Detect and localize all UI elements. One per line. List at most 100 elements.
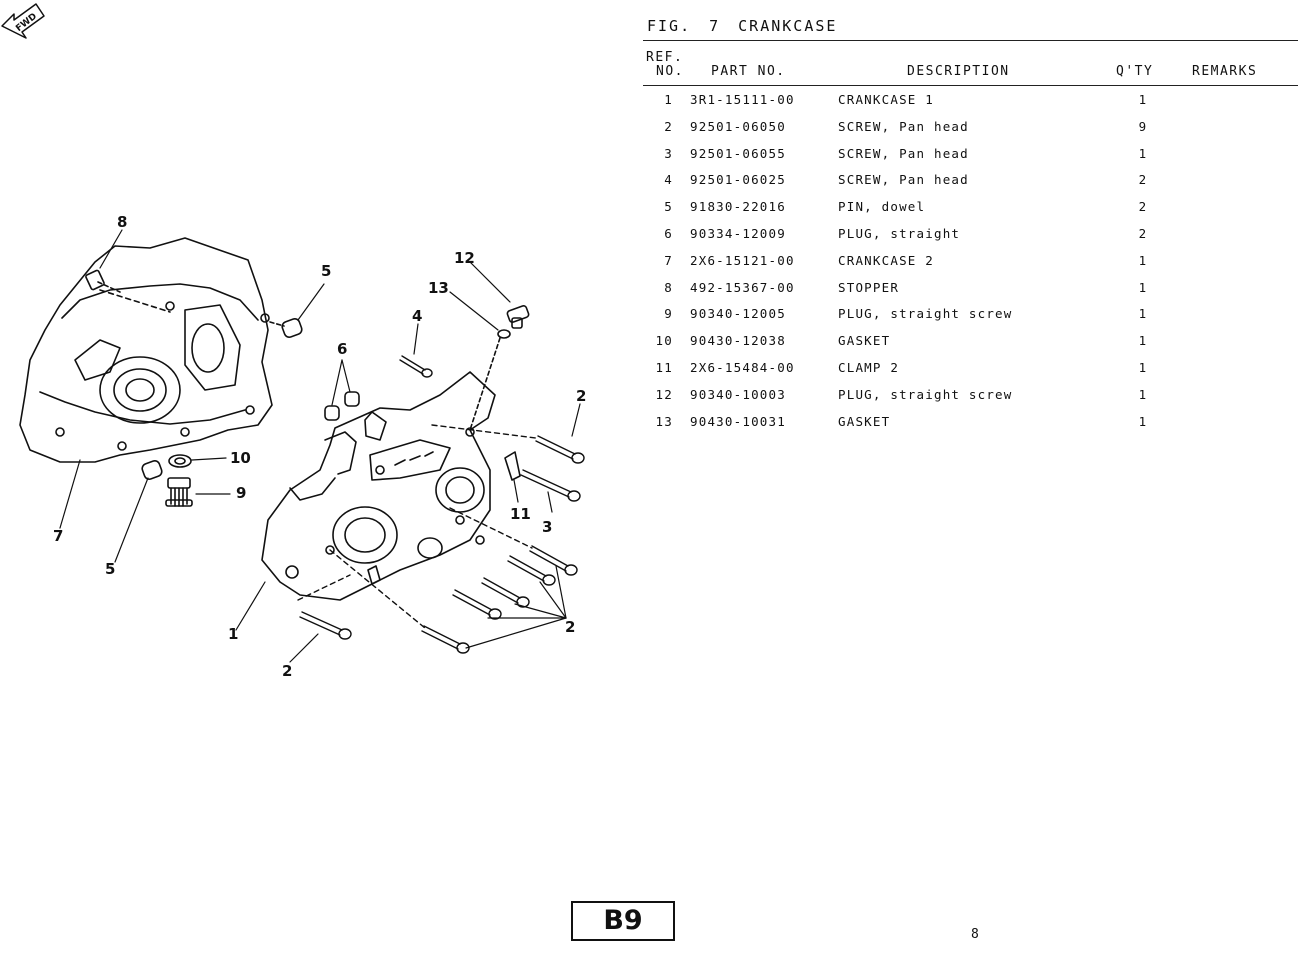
clamp-drawing (504, 451, 521, 481)
section-badge: B9 (571, 901, 675, 941)
callout-2: 2 (282, 662, 293, 680)
col-description-header: DESCRIPTION (907, 64, 1010, 79)
callout-5: 5 (105, 560, 116, 578)
part-description: STOPPER (838, 279, 900, 295)
figure-prefix: FIG. (647, 17, 692, 35)
quantity: 2 (1138, 172, 1148, 188)
callout-3: 3 (542, 518, 553, 536)
part-number: 90340-12005 (690, 306, 786, 322)
callout-7: 7 (53, 527, 64, 545)
crankcase-illustration (19, 229, 585, 663)
ref-number: 11 (655, 360, 673, 375)
part-description: PIN, dowel (838, 199, 926, 215)
col-qty-header: Q'TY (1116, 64, 1154, 79)
straight-plugs-drawing (324, 391, 360, 421)
table-row: 5 91830-22016 PIN, dowel 2 (643, 199, 1293, 219)
part-description: PLUG, straight screw (838, 306, 1013, 322)
table-row: 11 2X6-15484-00 CLAMP 2 1 (643, 360, 1293, 380)
quantity: 1 (1138, 333, 1148, 349)
screws-drawing (297, 355, 585, 654)
part-number: 92501-06025 (690, 172, 786, 188)
figure-title: FIG. 7 CRANKCASE (647, 17, 855, 35)
callout-9: 9 (236, 484, 247, 502)
ref-number: 1 (664, 92, 673, 107)
ref-number: 12 (655, 386, 673, 402)
page-number: 8 (971, 927, 979, 942)
quantity: 1 (1138, 92, 1148, 107)
ref-number: 8 (664, 279, 673, 295)
part-description: PLUG, straight screw (838, 386, 1013, 402)
quantity: 1 (1138, 252, 1148, 268)
callout-11: 11 (510, 505, 531, 523)
callout-5: 5 (321, 262, 332, 280)
plug-gasket-drawing (165, 454, 193, 507)
figure-name: CRANKCASE (738, 17, 838, 35)
col-part-no-header: PART NO. (711, 64, 786, 79)
crankcase-1-drawing (261, 371, 496, 601)
ref-number: 4 (664, 172, 673, 188)
part-number: 91830-22016 (690, 199, 786, 215)
crankcase-2-drawing (19, 237, 273, 463)
part-number: 90430-12038 (690, 333, 786, 349)
callout-10: 10 (230, 449, 251, 467)
header-bottom-rule (643, 85, 1298, 86)
part-description: SCREW, Pan head (838, 172, 969, 188)
part-description: CLAMP 2 (838, 360, 900, 375)
quantity: 1 (1138, 360, 1148, 375)
col-ref-header-line2: NO. (656, 64, 684, 79)
callout-13: 13 (428, 279, 449, 297)
part-description: CRANKCASE 1 (838, 92, 934, 107)
ref-number: 2 (664, 118, 673, 134)
ref-number: 13 (655, 413, 673, 429)
callout-2: 2 (576, 387, 587, 405)
ref-number: 6 (664, 226, 673, 241)
callout-1: 1 (228, 625, 239, 643)
ref-number: 5 (664, 199, 673, 215)
callout-12: 12 (454, 249, 475, 267)
part-number: 90430-10031 (690, 413, 786, 429)
callout-6: 6 (337, 340, 348, 358)
table-row: 9 90340-12005 PLUG, straight screw 1 (643, 306, 1293, 326)
part-description: GASKET (838, 413, 891, 429)
part-number: 2X6-15484-00 (690, 360, 795, 375)
forward-arrow-icon: FWD (1, 3, 45, 39)
col-ref-header-line1: REF. (646, 50, 684, 65)
part-number: 90334-12009 (690, 226, 786, 241)
quantity: 2 (1138, 226, 1148, 241)
quantity: 1 (1138, 386, 1148, 402)
ref-number: 9 (664, 306, 673, 322)
stopper-drawing (85, 269, 121, 293)
ref-number: 3 (664, 145, 673, 161)
quantity: 1 (1138, 279, 1148, 295)
callout-2: 2 (565, 618, 576, 636)
table-row: 13 90430-10031 GASKET 1 (643, 414, 1293, 434)
part-number: 92501-06050 (690, 118, 786, 134)
part-number: 90340-10003 (690, 386, 786, 402)
table-row: 12 90340-10003 PLUG, straight screw 1 (643, 387, 1293, 407)
header-top-rule (643, 40, 1298, 41)
quantity: 1 (1138, 413, 1148, 429)
part-description: SCREW, Pan head (838, 118, 969, 134)
exploded-diagram: 8 5 6 4 12 13 2 11 3 2 10 9 7 5 1 2 FWD (0, 0, 640, 957)
quantity: 2 (1138, 199, 1148, 215)
quantity: 1 (1138, 306, 1148, 322)
dowel-pins-drawing (141, 318, 303, 480)
figure-number: 7 (709, 17, 721, 35)
table-row: 8 492-15367-00 STOPPER 1 (643, 280, 1293, 300)
part-description: CRANKCASE 2 (838, 252, 934, 268)
part-number: 492-15367-00 (690, 279, 795, 295)
ref-number: 10 (655, 333, 673, 349)
ref-number: 7 (664, 252, 673, 268)
part-number: 92501-06055 (690, 145, 786, 161)
top-plug-drawing (469, 304, 530, 431)
leader-lines (59, 229, 581, 663)
col-remarks-header: REMARKS (1192, 64, 1258, 79)
table-row: 4 92501-06025 SCREW, Pan head 2 (643, 172, 1293, 192)
